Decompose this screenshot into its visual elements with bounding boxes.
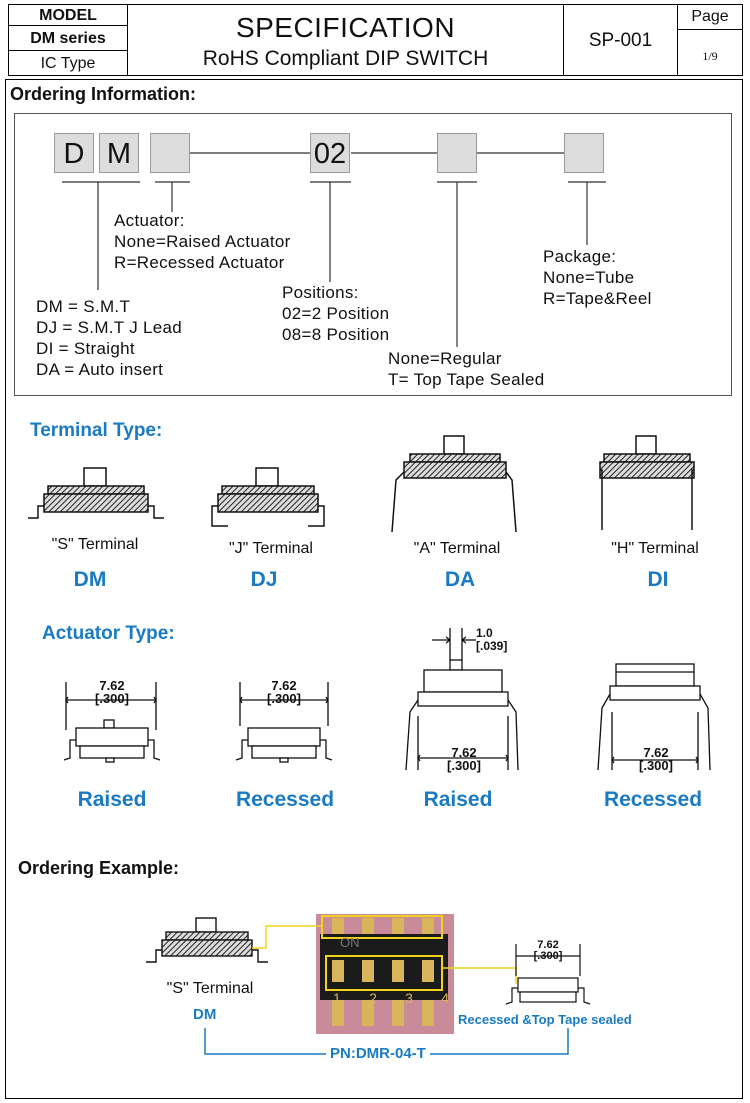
on-label: ON	[340, 935, 360, 950]
package-options: Package: None=Tube R=Tape&Reel	[543, 247, 652, 308]
part-box-package	[564, 133, 604, 173]
spec-title-box: SPECIFICATION RoHS Compliant DIP SWITCH	[127, 4, 564, 76]
raised-dip-top-dim: 1.0 [.039]	[476, 626, 508, 653]
spec-title: SPECIFICATION	[235, 12, 456, 43]
recessed-dip-dim: 7.62 [.300]	[639, 745, 673, 773]
part-box-m: M	[99, 133, 139, 173]
h-terminal-caption: "H" Terminal	[611, 540, 699, 557]
s-terminal-caption: "S" Terminal	[51, 536, 139, 553]
ordering-info-title: Ordering Information:	[10, 84, 196, 104]
recessed-tape-label: Recessed &Top Tape sealed	[458, 1012, 632, 1027]
actuator-type-title: Actuator Type:	[42, 623, 175, 644]
raised-dip-dim: 7.62 [.300]	[447, 745, 481, 773]
actuator-raised-2: Raised	[423, 788, 493, 811]
a-terminal-drawing	[391, 435, 517, 533]
example-dm-code: DM	[193, 1006, 217, 1023]
switch-numbers: 1 2 3 4	[333, 990, 449, 1006]
di-code: DI	[647, 568, 669, 591]
spec-subtitle: RoHS Compliant DIP SWITCH	[202, 47, 489, 70]
actuator-raised-1: Raised	[77, 788, 147, 811]
j-terminal-drawing	[211, 467, 325, 527]
part-box-d: D	[54, 133, 94, 173]
s-terminal-drawing	[28, 467, 164, 519]
raised-smt-dim: 7.62 [.300]	[95, 678, 129, 706]
a-terminal-caption: "A" Terminal	[413, 540, 501, 557]
terminal-type-title: Terminal Type:	[30, 420, 163, 441]
content-frame	[5, 79, 743, 1099]
position-options: Positions: 02=2 Position 08=8 Position	[282, 283, 390, 344]
h-terminal-drawing	[599, 435, 695, 530]
actuator-recessed-1: Recessed	[235, 788, 335, 811]
recessed-smt-dim: 7.62 [.300]	[267, 678, 301, 706]
part-number: PN:DMR-04-T	[326, 1045, 430, 1062]
example-dim: 7.62 [.300]	[533, 939, 563, 962]
part-box-actuator	[150, 133, 190, 173]
j-terminal-caption: "J" Terminal	[229, 540, 313, 557]
document-header: MODEL DM series IC Type SPECIFICATION Ro…	[8, 4, 743, 76]
dm-code: DM	[73, 568, 107, 591]
example-s-terminal-caption: "S" Terminal	[166, 980, 254, 997]
da-code: DA	[444, 568, 476, 591]
actuator-recessed-2: Recessed	[603, 788, 703, 811]
terminal-options: DM = S.M.T DJ = S.M.T J Lead DI = Straig…	[36, 297, 183, 379]
ordering-example-title: Ordering Example:	[18, 858, 180, 878]
part-box-positions: 02	[310, 133, 350, 173]
dj-code: DJ	[250, 568, 278, 591]
part-box-sealing	[437, 133, 477, 173]
actuator-options: Actuator: None=Raised Actuator R=Recesse…	[114, 211, 291, 272]
page-value: 1/9	[677, 29, 743, 76]
ordering-info-box	[14, 113, 732, 396]
sealing-options: None=Regular T= Top Tape Sealed	[388, 349, 545, 389]
